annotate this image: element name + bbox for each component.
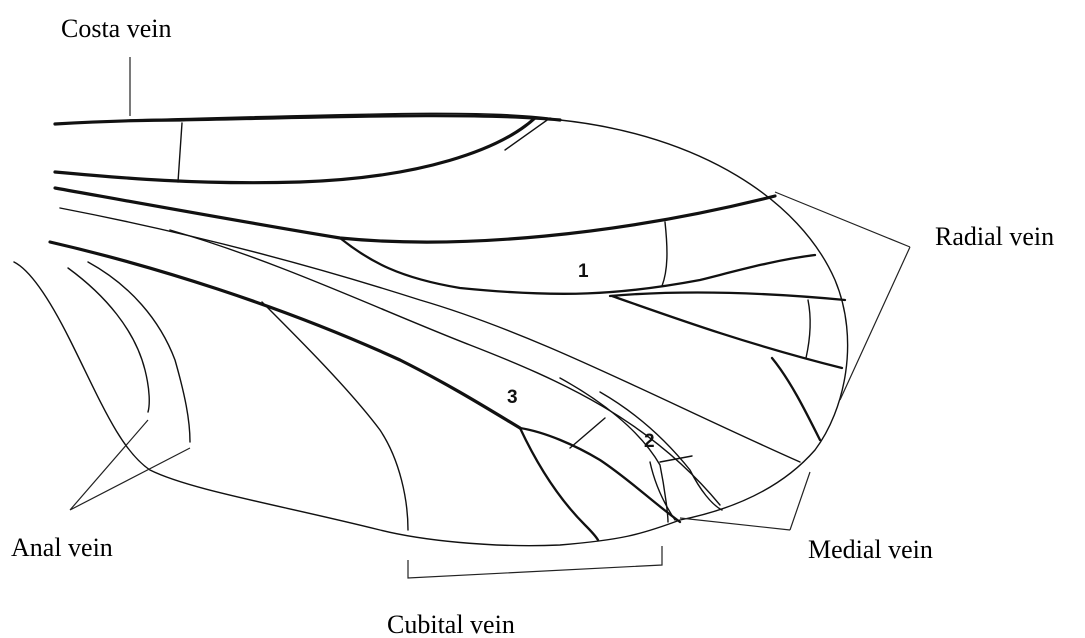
cell-number-2: 2	[644, 431, 655, 452]
crossvein-cell3	[570, 418, 605, 448]
medial-leader	[680, 472, 810, 530]
radial-vein-main	[55, 188, 775, 242]
subcosta-vein	[55, 118, 535, 183]
label-costa-vein: Costa vein	[61, 14, 172, 43]
cell-number-1: 1	[578, 261, 589, 282]
cubital-bracket	[408, 546, 662, 578]
medial-branch-2	[772, 358, 820, 440]
anal-leader	[70, 420, 190, 510]
crossvein-cell2	[660, 456, 692, 462]
label-anal-vein: Anal vein	[11, 533, 113, 562]
postcubital-vein	[262, 302, 408, 530]
costa-vein	[55, 116, 560, 124]
label-cubital-vein: Cubital vein	[387, 610, 515, 638]
medial-stem-lower	[170, 230, 720, 505]
cubital-branch-2	[520, 428, 598, 540]
crossvein-costal	[178, 123, 182, 182]
medial-stem	[60, 208, 800, 462]
cell-number-3: 3	[507, 387, 518, 408]
cubital-branch-5	[650, 462, 675, 520]
label-medial-vein: Medial vein	[808, 535, 933, 564]
crossvein-distal	[806, 300, 810, 358]
crossvein-cell1	[662, 222, 667, 286]
radial-branch-lower	[610, 293, 845, 300]
anal-vein-1	[68, 268, 149, 412]
medial-branch-1	[612, 296, 842, 368]
label-radial-vein: Radial vein	[935, 222, 1054, 251]
cubital-branch-4	[600, 392, 722, 510]
